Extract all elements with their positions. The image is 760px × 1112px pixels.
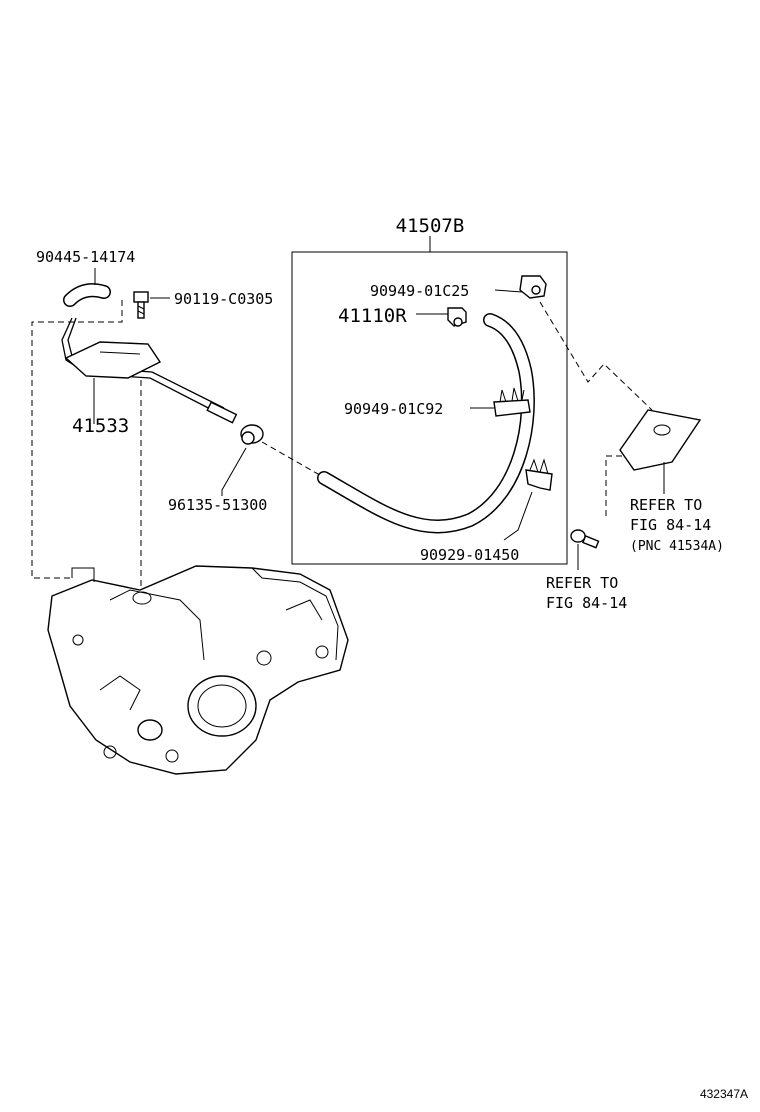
- grommet-96135-51300: [221, 424, 264, 496]
- clamp-90949-01C25: [494, 275, 547, 299]
- label-41533: 41533: [72, 415, 129, 437]
- clamp-90949-01C92: [470, 387, 531, 417]
- plug-41110R: [416, 307, 467, 327]
- label-90949-01C92: 90949-01C92: [344, 400, 443, 418]
- label-96135-51300: 96135-51300: [168, 496, 267, 514]
- transfer-case-housing: [47, 565, 349, 775]
- right-dashed-leaders: [539, 301, 653, 516]
- label-refer-1-line2: FIG 84-14: [630, 516, 711, 534]
- label-41110R: 41110R: [338, 305, 407, 327]
- label-refer-1-line1: REFER TO: [630, 496, 702, 514]
- label-refer-2-line2: FIG 84-14: [546, 594, 627, 612]
- label-refer-1-line3: (PNC 41534A): [630, 539, 724, 554]
- bolt-reference: [570, 529, 600, 570]
- label-refer-2-line1: REFER TO: [546, 574, 618, 592]
- hose-assembly: [317, 313, 535, 534]
- left-dashed-leaders: [31, 300, 326, 598]
- assembly-41507B-box: [291, 236, 568, 565]
- label-90949-01C25: 90949-01C25: [370, 282, 469, 300]
- label-90119-C0305: 90119-C0305: [174, 290, 273, 308]
- bracket-reference: [619, 409, 702, 494]
- label-90929-01450: 90929-01450: [420, 546, 519, 564]
- clamp-90929-01450: [503, 458, 553, 541]
- label-41507B: 41507B: [396, 215, 465, 237]
- tube-41533: [61, 317, 238, 424]
- bolt-90119-C0305: [133, 291, 170, 319]
- hose-90445-14174: [63, 268, 111, 307]
- label-90445-14174: 90445-14174: [36, 248, 135, 266]
- figure-id: 432347A: [700, 1087, 748, 1101]
